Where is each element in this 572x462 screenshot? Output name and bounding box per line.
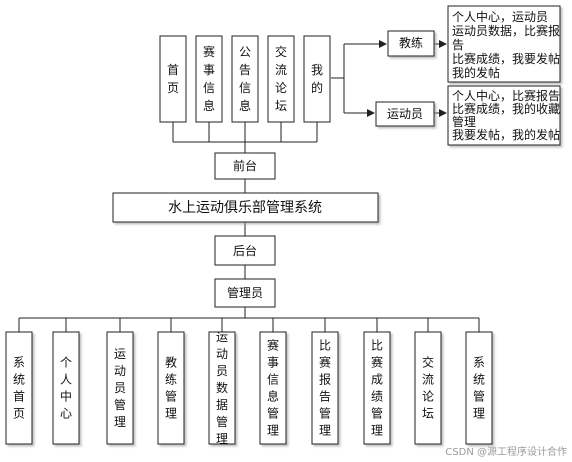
back-end-box xyxy=(214,235,276,266)
admin-module-label: 运动员数据管理 xyxy=(216,330,228,446)
athlete-feature-line: 个人中心，比赛报告 xyxy=(452,88,560,103)
system-title: 水上运动俱乐部管理系统 xyxy=(168,200,322,216)
front-module-label: 赛事信息 xyxy=(203,44,215,113)
admin-module-label: 赛事信息管理 xyxy=(267,338,279,438)
admin-label: 管理员 xyxy=(227,285,263,300)
admin-module-label: 系统管理 xyxy=(473,356,485,421)
watermark: CSDN @源工程序设计合作 xyxy=(445,445,567,458)
role-connectors xyxy=(331,40,447,117)
athlete-feature-line: 比赛成绩，我的收藏 xyxy=(452,101,560,116)
admin-module-label: 运动员管理 xyxy=(114,347,126,429)
front-end-box xyxy=(214,152,276,180)
admin-module-labels: 系统首页 个人中心 运动员管理 教练管理 运动员数据管理 赛事信息管理 比赛报告管理 比赛成绩… xyxy=(13,330,485,446)
front-connectors xyxy=(172,122,318,318)
coach-feature-line: 个人中心，运动员 xyxy=(452,9,548,24)
front-module-label: 我的 xyxy=(311,63,323,95)
admin-module-label: 教练管理 xyxy=(165,355,177,421)
admin-module-label: 比赛成绩管理 xyxy=(371,339,383,438)
athlete-role-label: 运动员 xyxy=(387,107,423,121)
system-title-box xyxy=(112,192,379,223)
front-module-label: 首页 xyxy=(167,63,179,95)
athlete-feature-line: 我要发帖，我的发帖 xyxy=(452,127,560,142)
athlete-features-box xyxy=(447,85,561,146)
admin-module-label: 个人中心 xyxy=(60,356,72,421)
coach-role-box xyxy=(387,30,435,57)
back-end-label: 后台 xyxy=(233,243,257,258)
coach-feature-line: 比赛成绩，我要发帖 xyxy=(452,51,560,66)
coach-feature-line: 运动员数据，比赛报 xyxy=(452,23,560,38)
front-end-label: 前台 xyxy=(233,158,257,173)
athlete-role-box xyxy=(375,101,435,127)
admin-module-label: 比赛报告管理 xyxy=(319,339,331,438)
front-module-label: 公告信息 xyxy=(239,45,251,113)
coach-role-label: 教练 xyxy=(399,35,423,50)
coach-feature-line: 告 xyxy=(452,38,464,52)
athlete-feature-line: 管理 xyxy=(452,114,476,129)
admin-module-boxes xyxy=(5,331,493,445)
admin-module-label: 系统首页 xyxy=(13,356,25,421)
front-module-labels: 首页 赛事信息 公告信息 交流论坛 我的 xyxy=(167,44,323,113)
front-module-label: 交流论坛 xyxy=(275,44,287,113)
front-module-boxes xyxy=(159,35,331,123)
coach-feature-line: 我的发帖 xyxy=(452,65,500,80)
admin-module-label: 交流论坛 xyxy=(422,355,434,421)
coach-features-box xyxy=(447,5,561,83)
admin-connectors xyxy=(18,317,480,332)
admin-box xyxy=(214,278,276,308)
